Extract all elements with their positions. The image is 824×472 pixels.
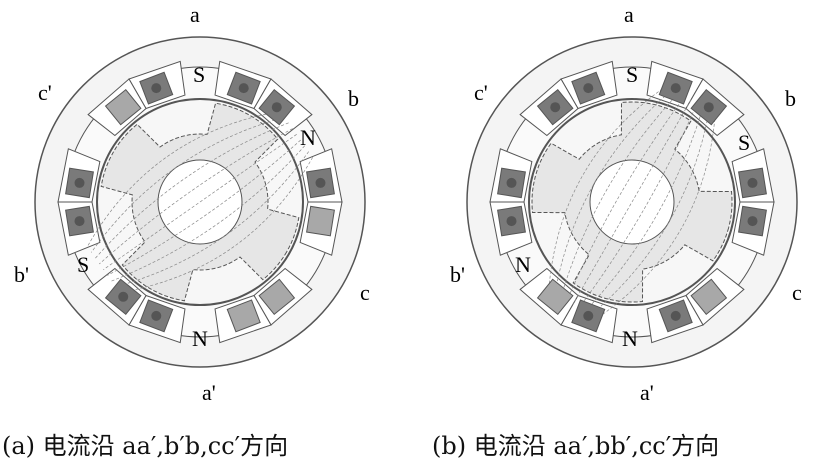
flux-line (119, 157, 314, 293)
flux-line (572, 99, 692, 305)
flux-line (115, 151, 309, 288)
flux-line (578, 103, 698, 308)
label-c: c (360, 280, 370, 305)
flux-line (560, 92, 680, 298)
caption-b: (b) 电流沿 aa′,bb′,cc′方向 (432, 432, 720, 460)
coil (226, 299, 261, 333)
label-b: b (785, 86, 796, 111)
coil-conductor (74, 216, 85, 227)
pole-label: N (515, 252, 531, 277)
pole-label: N (300, 125, 316, 150)
flux-line (566, 96, 686, 301)
coil (536, 278, 574, 316)
label-c-prime: c' (474, 80, 488, 105)
pole-label: S (193, 62, 205, 87)
coil (306, 205, 335, 237)
pole-label: S (77, 252, 89, 277)
flux-line (554, 89, 674, 294)
flux-line (584, 106, 704, 312)
coil-conductor (583, 310, 594, 321)
pole-label: S (738, 130, 750, 155)
flux-line (111, 145, 305, 282)
label-b-prime: b' (450, 262, 465, 287)
flux-line (91, 116, 285, 253)
flux-line (590, 110, 710, 315)
pole-label: N (192, 326, 208, 351)
label-c-prime: c' (38, 80, 52, 105)
coil-conductor (271, 102, 282, 113)
flux-line (103, 134, 297, 270)
label-c: c (792, 280, 802, 305)
caption-a: (a) 电流沿 aa′,b′b,cc′方向 (2, 432, 289, 460)
flux-line (95, 122, 289, 259)
coil-conductor (506, 177, 517, 188)
coil-conductor (74, 177, 85, 188)
flux-line (548, 85, 667, 291)
label-b-prime: b' (14, 262, 29, 287)
coil-conductor (747, 216, 758, 227)
flux-line (107, 139, 301, 276)
flux-line (597, 113, 716, 319)
pole-label: S (626, 62, 638, 87)
motor-a (34, 36, 366, 368)
coil-conductor (238, 83, 249, 94)
coil-conductor (151, 310, 162, 321)
flux-line (86, 111, 281, 247)
coil-conductor (583, 83, 594, 94)
coil-conductor (670, 310, 681, 321)
coil-conductor (670, 83, 681, 94)
coil-conductor (151, 83, 162, 94)
label-a: a (624, 2, 634, 27)
coil-conductor (315, 177, 326, 188)
coil-conductor (550, 102, 561, 113)
coil-conductor (747, 177, 758, 188)
label-a-prime: a' (202, 380, 216, 405)
coil (690, 278, 728, 316)
flux-line (99, 128, 293, 265)
coil (104, 88, 142, 126)
coil-conductor (118, 291, 129, 302)
coil (258, 278, 296, 316)
label-a-prime: a' (640, 380, 654, 405)
pole-label: N (622, 326, 638, 351)
coil-conductor (506, 216, 517, 227)
motor-b (466, 36, 798, 368)
coil-conductor (703, 102, 714, 113)
label-a: a (190, 2, 200, 27)
label-b: b (348, 86, 359, 111)
